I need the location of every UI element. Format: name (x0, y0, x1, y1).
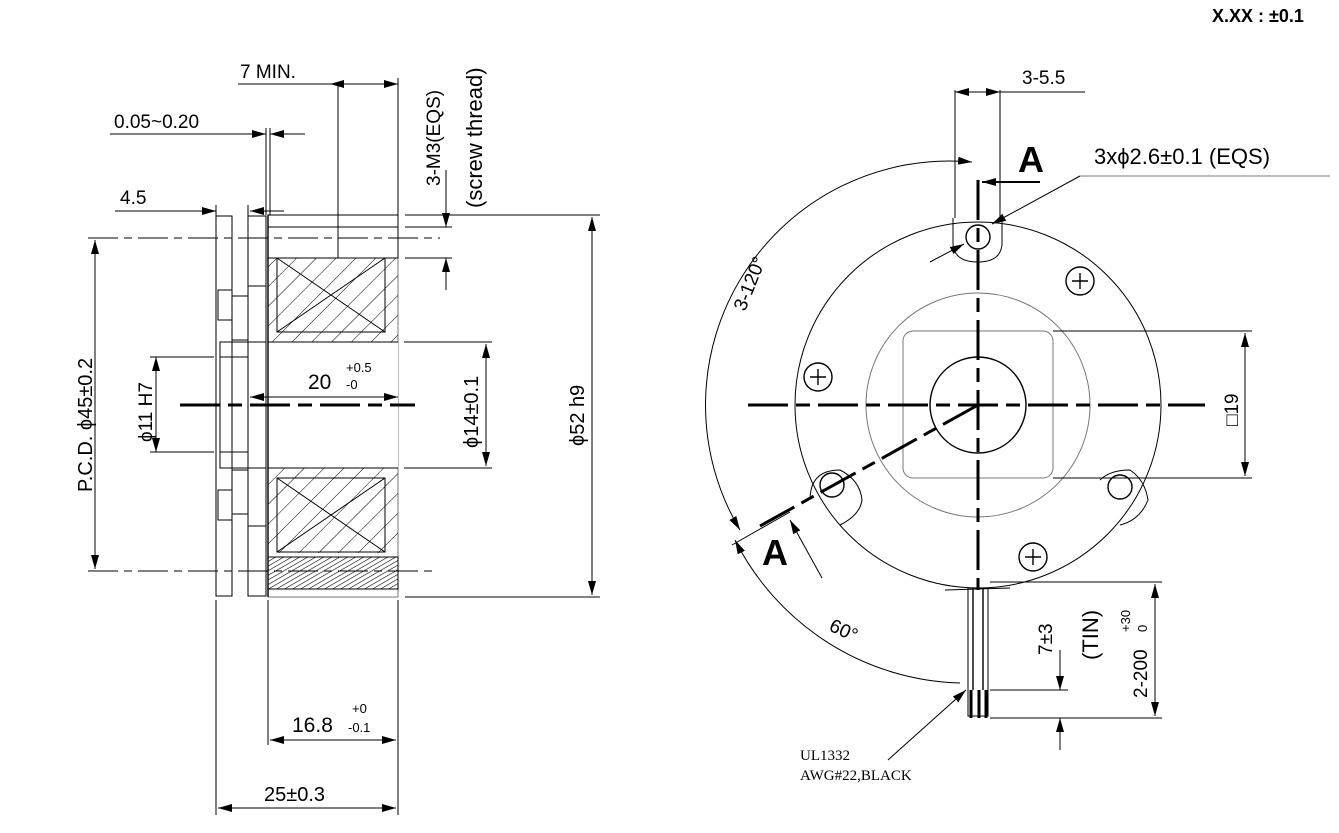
strip-length-dim: 7±3 (1036, 623, 1057, 655)
wire-type-label: UL1332 (800, 748, 850, 764)
inner-dia-dim: ϕ14±0.1 (461, 376, 483, 448)
mount-hole-right (1099, 469, 1149, 526)
front-view: 3-5.5 A A 3xϕ2.6±0.1 (EQS) 3-120° 60° □1… (705, 68, 1330, 784)
lead-tol-upper: +30 (1118, 610, 1133, 632)
side-view: 7 MIN. 0.05~0.20 4.5 3-M3(EQS) (screw th… (75, 62, 600, 815)
thread-label: 3-M3(EQS) (424, 90, 445, 186)
length-tol-upper: +0.5 (346, 360, 372, 375)
length-dim: 20 (308, 371, 331, 394)
angle-spacing-dim: 3-120° (730, 254, 771, 314)
slot-width-dim: 3-5.5 (1022, 68, 1065, 89)
section-label-top: A (1018, 139, 1044, 180)
tolerance-note: X.XX : ±0.1 (1212, 6, 1304, 26)
gap-dim: 0.05~0.20 (114, 112, 199, 133)
lead-tol-lower: 0 (1135, 625, 1150, 632)
hole-spec-label: 3xϕ2.6±0.1 (EQS) (1094, 144, 1270, 169)
wire-spec-label: AWG#22,BLACK (800, 768, 912, 784)
mount-hole-left (809, 469, 863, 526)
min-depth-dim: 7 MIN. (240, 62, 296, 83)
length-tol-lower: -0 (346, 377, 358, 392)
plate-thickness-dim: 4.5 (120, 188, 146, 209)
coil-lower (276, 477, 386, 553)
outer-dia-dim: ϕ52 h9 (567, 385, 589, 446)
overall-length-dim: 25±0.3 (264, 784, 325, 806)
body-tol-lower: -0.1 (348, 720, 370, 735)
strip-note: (TIN) (1078, 610, 1103, 660)
lead-length-dim: 2-200 (1131, 649, 1152, 698)
thread-note: (screw thread) (462, 67, 487, 208)
square-dim: □19 (1222, 393, 1243, 426)
screw-icon (1065, 266, 1095, 296)
screw-icon (803, 362, 833, 392)
angle-dim: 60° (826, 615, 861, 646)
pcd-dim: P.C.D. ϕ45±0.2 (75, 358, 97, 492)
screw-icon (1018, 542, 1048, 572)
section-label-bottom: A (762, 532, 788, 573)
body-length-dim: 16.8 (292, 714, 333, 737)
bore-dim: ϕ11 H7 (136, 382, 157, 442)
body-tol-upper: +0 (352, 701, 367, 716)
